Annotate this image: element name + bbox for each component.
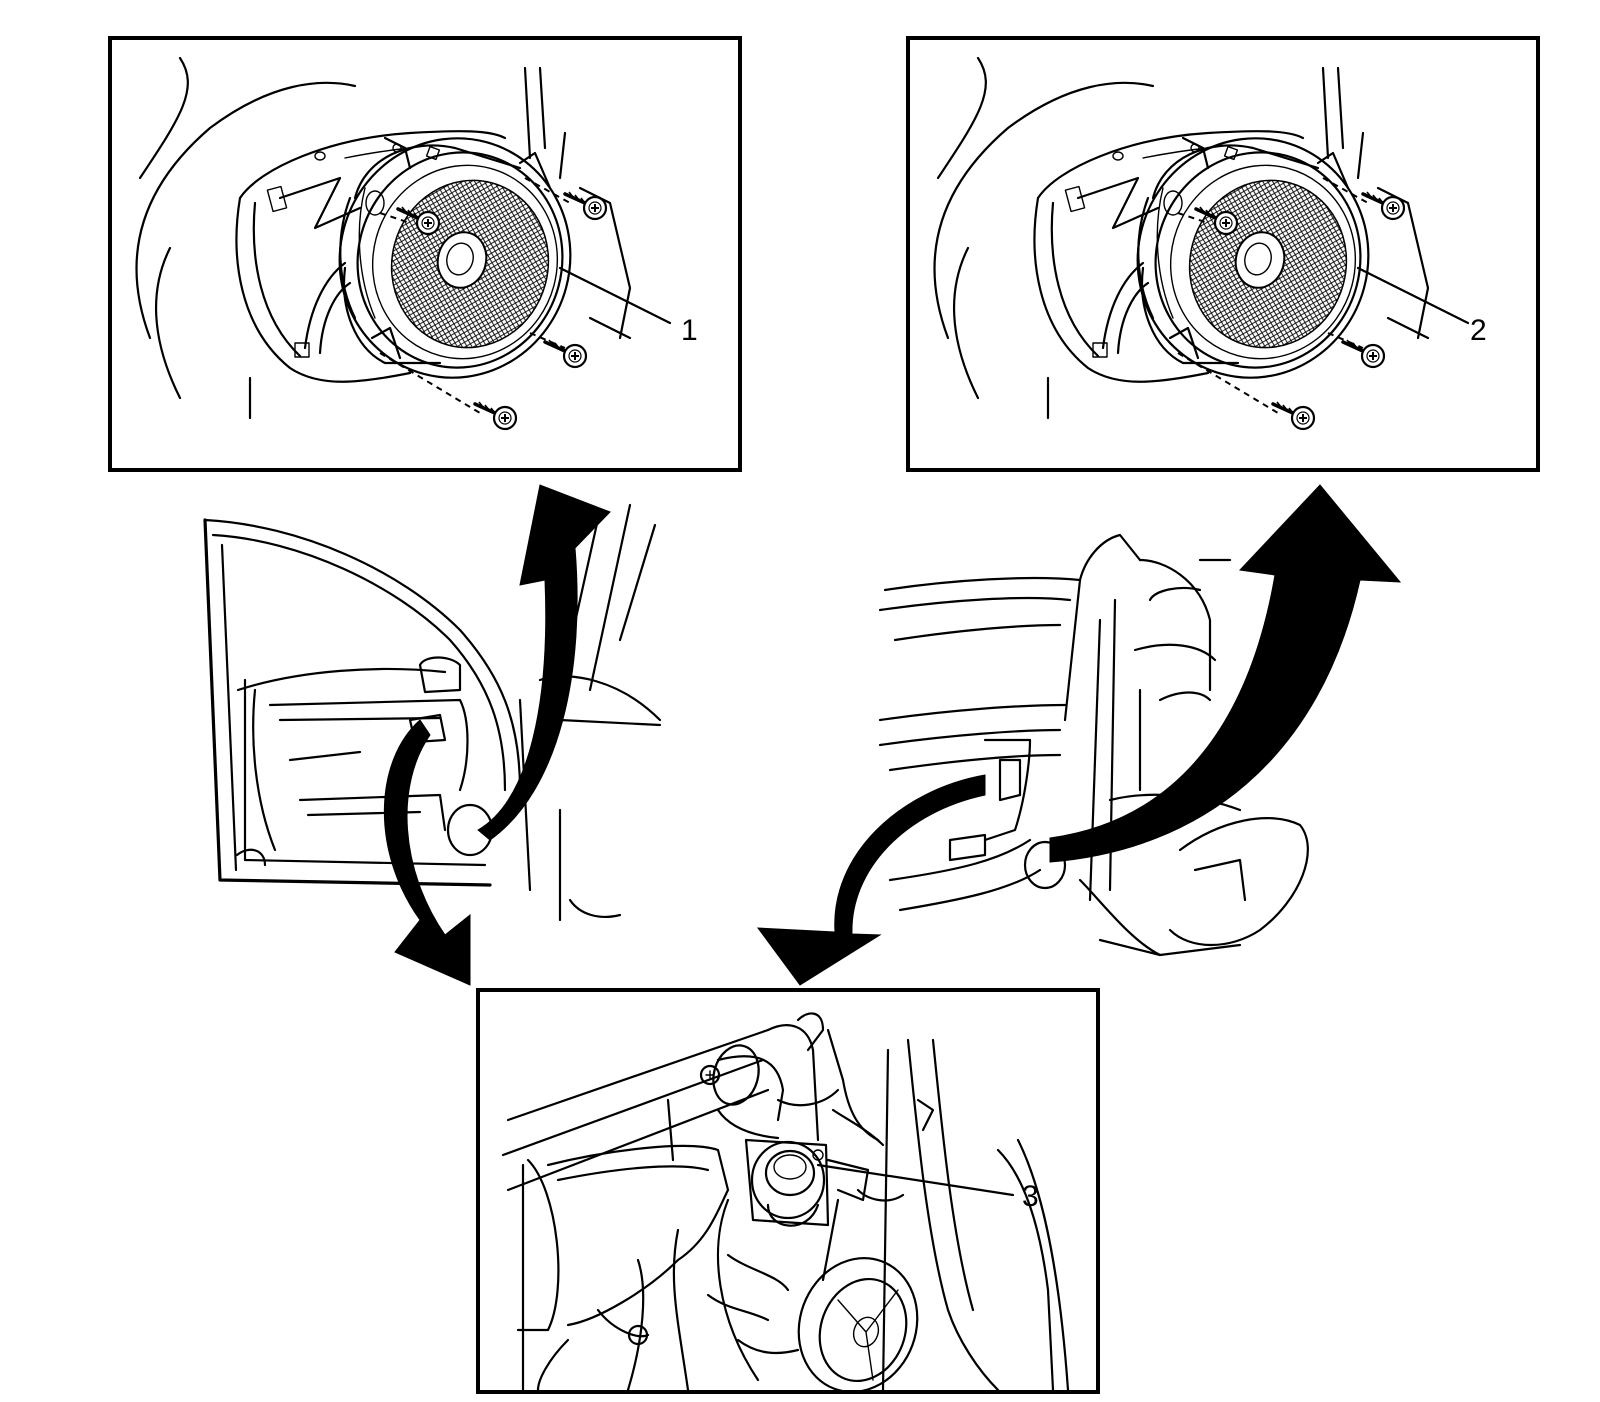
arrow-to-inset-3-right: [756, 774, 986, 986]
callout-2: 2: [1470, 314, 1487, 347]
inset-front-speaker-right: 2: [906, 36, 1540, 472]
door-illustration-left: [203, 503, 662, 922]
callout-1: 1: [681, 314, 698, 347]
door-illustration-right: [878, 533, 1309, 957]
inset-tweeter-door: 3: [476, 988, 1100, 1394]
inset-front-speaker-left: 1: [108, 36, 742, 472]
arrow-to-inset-1: [477, 484, 611, 841]
arrow-to-inset-2: [1049, 484, 1402, 863]
arrow-to-inset-3-left: [383, 719, 471, 986]
callout-3: 3: [1022, 1180, 1039, 1213]
